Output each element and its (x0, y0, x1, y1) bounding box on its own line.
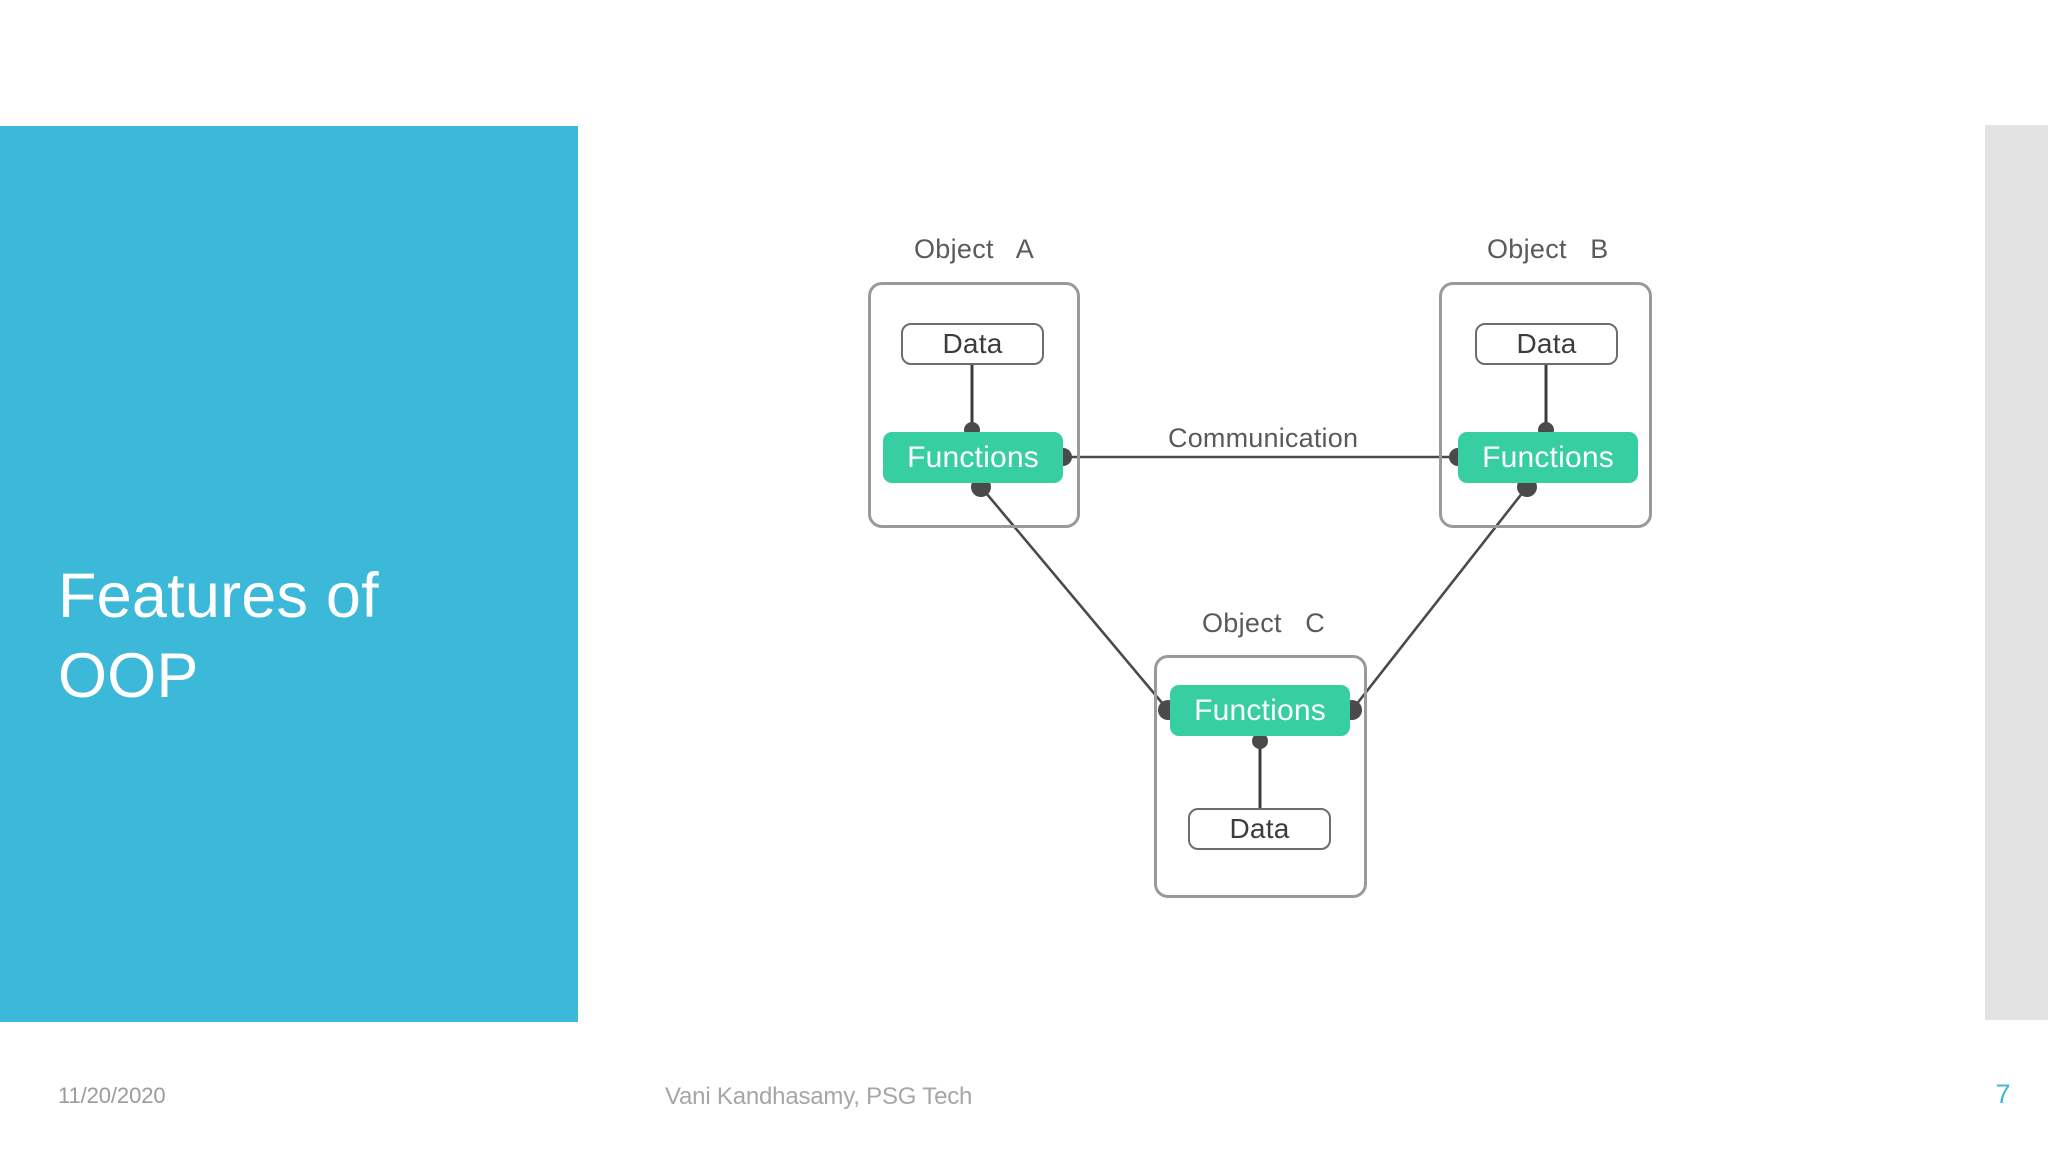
object-c-functions-box: Functions (1170, 685, 1350, 736)
page-title: Features of OOP (58, 561, 379, 711)
object-b-functions-box: Functions (1458, 432, 1638, 483)
footer-date: 11/20/2020 (58, 1083, 166, 1108)
object-c-container (1154, 655, 1367, 898)
connector-b-c (1350, 486, 1529, 711)
object-c-data-box: Data (1188, 808, 1331, 850)
connector-dot-a-data (964, 422, 980, 438)
slide-page-number: 7 (1995, 1079, 2011, 1109)
object-b-data-box: Data (1475, 323, 1618, 365)
object-b-label: Object B (1487, 234, 1609, 264)
object-a-container (868, 282, 1080, 528)
connector-dot-a-right (1054, 448, 1072, 466)
object-b-container (1439, 282, 1652, 528)
title-banner: Features of OOP (0, 126, 578, 1022)
connector-dot-c-right (1342, 700, 1362, 720)
connector-dot-c-data (1252, 733, 1268, 749)
connector-dot-c-left (1158, 700, 1178, 720)
communication-label: Communication (1168, 423, 1359, 453)
object-c-label: Object C (1202, 608, 1326, 638)
connector-a-c (980, 486, 1169, 711)
object-a-label: Object A (914, 234, 1035, 264)
connector-dot-b-data (1538, 422, 1554, 438)
object-a-functions-box: Functions (883, 432, 1063, 483)
right-edge-panel (1985, 125, 2048, 1020)
connector-dot-b-bottom (1517, 477, 1537, 497)
connector-dot-a-bottom (971, 477, 991, 497)
connector-dot-b-left (1449, 448, 1467, 466)
object-a-data-box: Data (901, 323, 1044, 365)
footer-attribution: Vani Kandhasamy, PSG Tech (665, 1083, 973, 1110)
